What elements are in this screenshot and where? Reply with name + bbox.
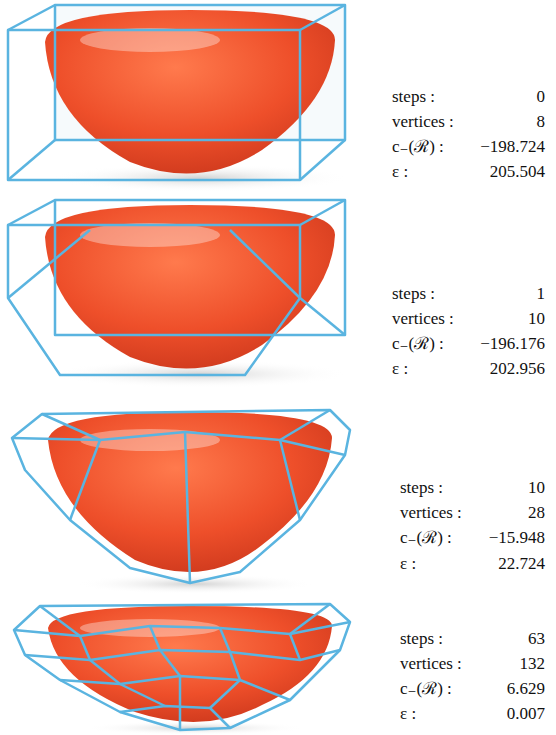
metric-name: ε : [392,358,408,380]
metric-name: steps : [392,283,435,305]
panel-render [14,604,350,735]
metric-value: 28 [528,502,545,524]
metric-name: c₋(ℛ) : [400,678,452,700]
metric-value: −198.724 [480,136,545,158]
metric-value: −15.948 [489,527,545,549]
metric-name: c₋(ℛ) : [392,136,444,158]
metric-value: 10 [528,477,545,499]
metric-name: vertices : [400,502,462,524]
metric-value: 0.007 [507,703,545,725]
metric-name: steps : [392,86,435,108]
metric-name: c₋(ℛ) : [392,333,444,355]
metric-value: 8 [537,111,546,133]
panel-render [12,410,350,594]
metric-name: ε : [400,703,416,725]
metric-value: 22.724 [498,553,545,575]
metric-value: 205.504 [490,161,545,183]
metric-name: vertices : [392,111,454,133]
metric-name: ε : [400,553,416,575]
metric-value: −196.176 [480,333,545,355]
metric-value: 202.956 [490,358,545,380]
panel-render [8,5,350,192]
metric-name: steps : [400,628,443,650]
panel-render [8,200,350,388]
metric-value: 10 [528,308,545,330]
metric-name: ε : [392,161,408,183]
metric-value: 0 [537,86,546,108]
metric-name: vertices : [392,308,454,330]
metric-name: steps : [400,477,443,499]
metric-name: c₋(ℛ) : [400,527,452,549]
metric-value: 6.629 [507,678,545,700]
metric-name: vertices : [400,653,462,675]
metric-value: 63 [528,628,545,650]
metric-value: 1 [537,283,546,305]
metric-value: 132 [520,653,546,675]
